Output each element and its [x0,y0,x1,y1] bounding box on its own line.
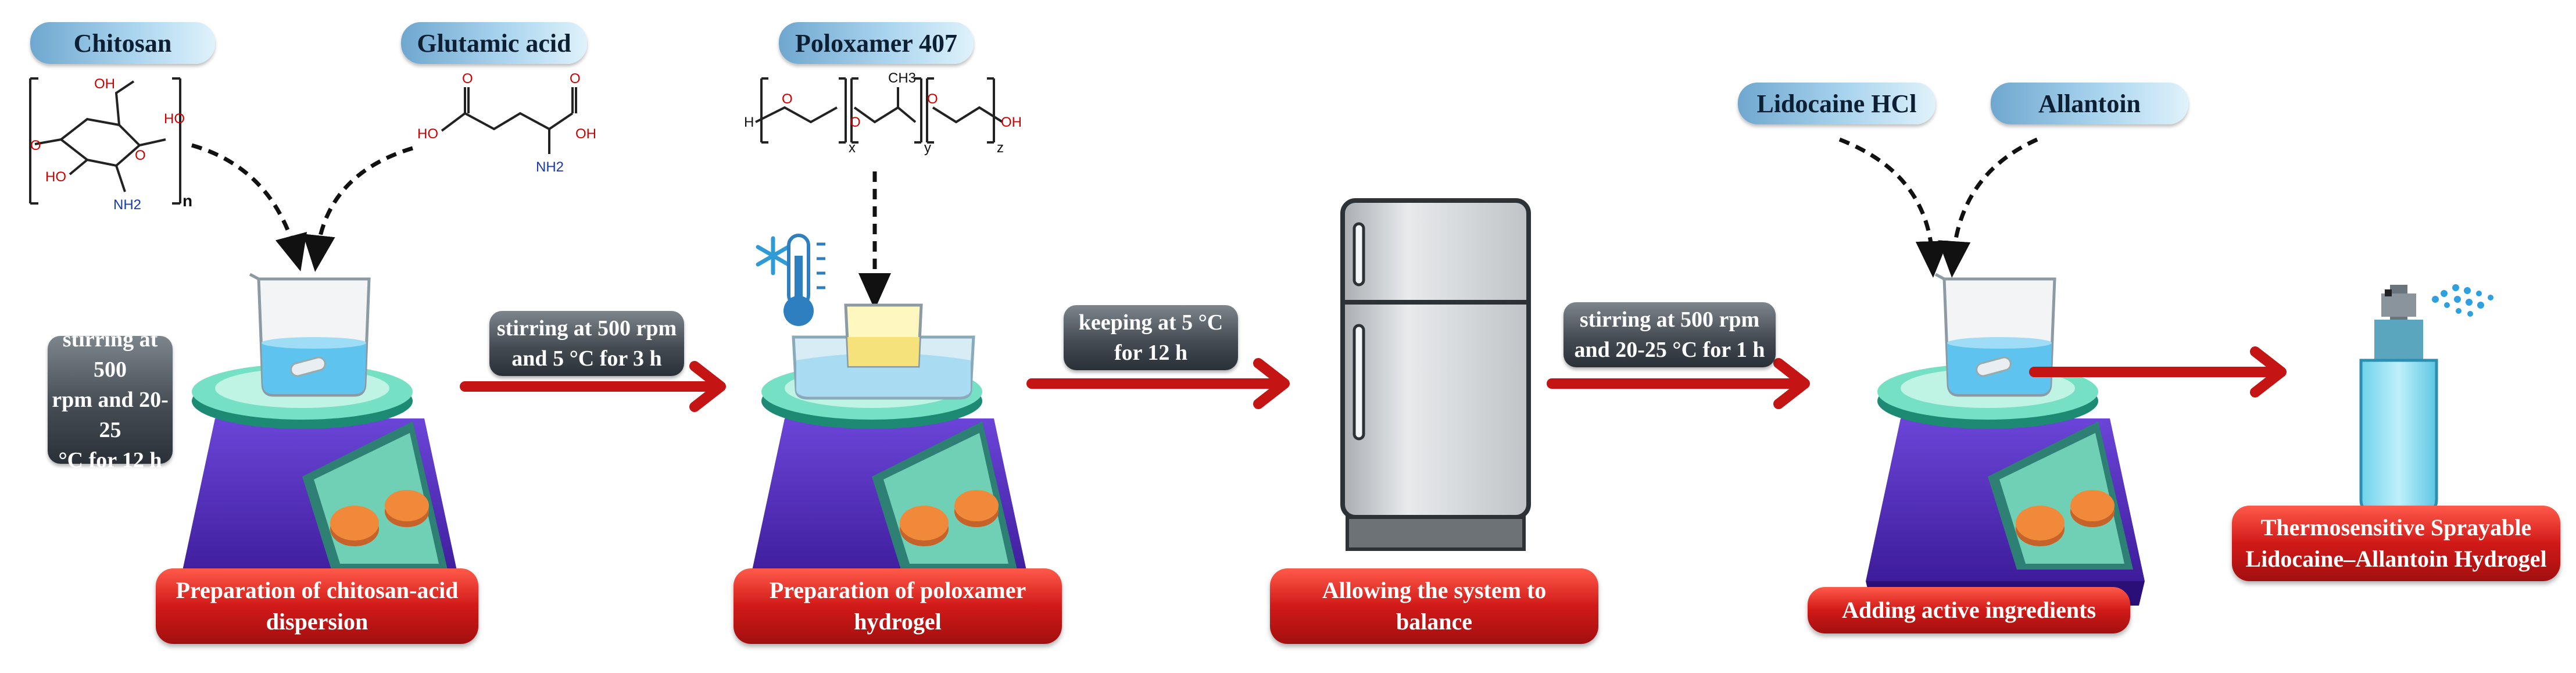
plx-o1: O [782,91,793,107]
chitosan-n: n [183,192,192,210]
glu-o2: O [570,71,581,87]
step-label-active-ingredients: Adding active ingredients [1808,587,2130,633]
thermometer-icon [783,234,825,326]
snowflake-icon [756,236,790,275]
step-label-final-product: Thermosensitive Sprayable Lidocaine–Alla… [2232,506,2560,581]
process-arrows [460,346,2287,412]
glu-nh2: NH2 [536,159,564,175]
chitosan-ho-left: HO [45,169,66,185]
spray-bottle-icon [2359,285,2438,513]
mist-icon [2432,284,2493,317]
plx-o3: O [927,91,938,107]
condition-step1: stirring at 500 rpm and 20-25 °C for 12 … [48,327,173,472]
glutamic-acid-structure [441,87,577,154]
chitosan-o-left: O [30,138,41,153]
glu-ho: HO [417,126,438,142]
reagent-glutamic-acid: Glutamic acid [401,22,587,64]
chitosan-oh-top: OH [94,76,115,92]
chitosan-ho-right: HO [164,111,185,127]
stirrer-icon [1866,274,2145,606]
reagent-allantoin: Allantoin [1991,83,2188,124]
glu-oh: OH [575,126,596,142]
chitosan-structure [29,77,181,205]
chitosan-nh2: NH2 [113,197,141,213]
reagent-arrows-step1 [191,143,414,272]
condition-step3: keeping at 5 °C for 12 h [1064,305,1238,370]
plx-z: z [997,140,1004,156]
chitosan-o-ring: O [135,148,146,163]
refrigerator-icon [1340,198,1531,551]
reagent-chitosan: Chitosan [30,22,215,64]
poloxamer-structure [755,77,1004,144]
plx-o2: O [850,114,861,130]
reagent-poloxamer: Poloxamer 407 [779,22,974,64]
plx-oh: OH [1001,114,1022,130]
plx-h: H [744,114,754,130]
plx-x: x [849,140,856,156]
condition-step2: stirring at 500 rpm and 5 °C for 3 h [489,311,684,376]
glu-o1: O [462,71,473,87]
step-label-balance: Allowing the system to balance [1270,568,1598,644]
condition-step4: stirring at 500 rpm and 20-25 °C for 1 h [1564,302,1776,367]
step-label-chitosan-dispersion: Preparation of chitosan-acid dispersion [156,568,478,644]
stirrer-icon [180,274,459,606]
stirrer-icon [750,303,1029,606]
reagent-arrows-step4 [1838,137,2038,278]
plx-ch3: CH3 [888,70,916,86]
step-label-poloxamer-hydrogel: Preparation of poloxamer hydrogel [734,568,1062,644]
plx-y: y [924,140,931,156]
reagent-lidocaine: Lidocaine HCl [1738,83,1935,124]
